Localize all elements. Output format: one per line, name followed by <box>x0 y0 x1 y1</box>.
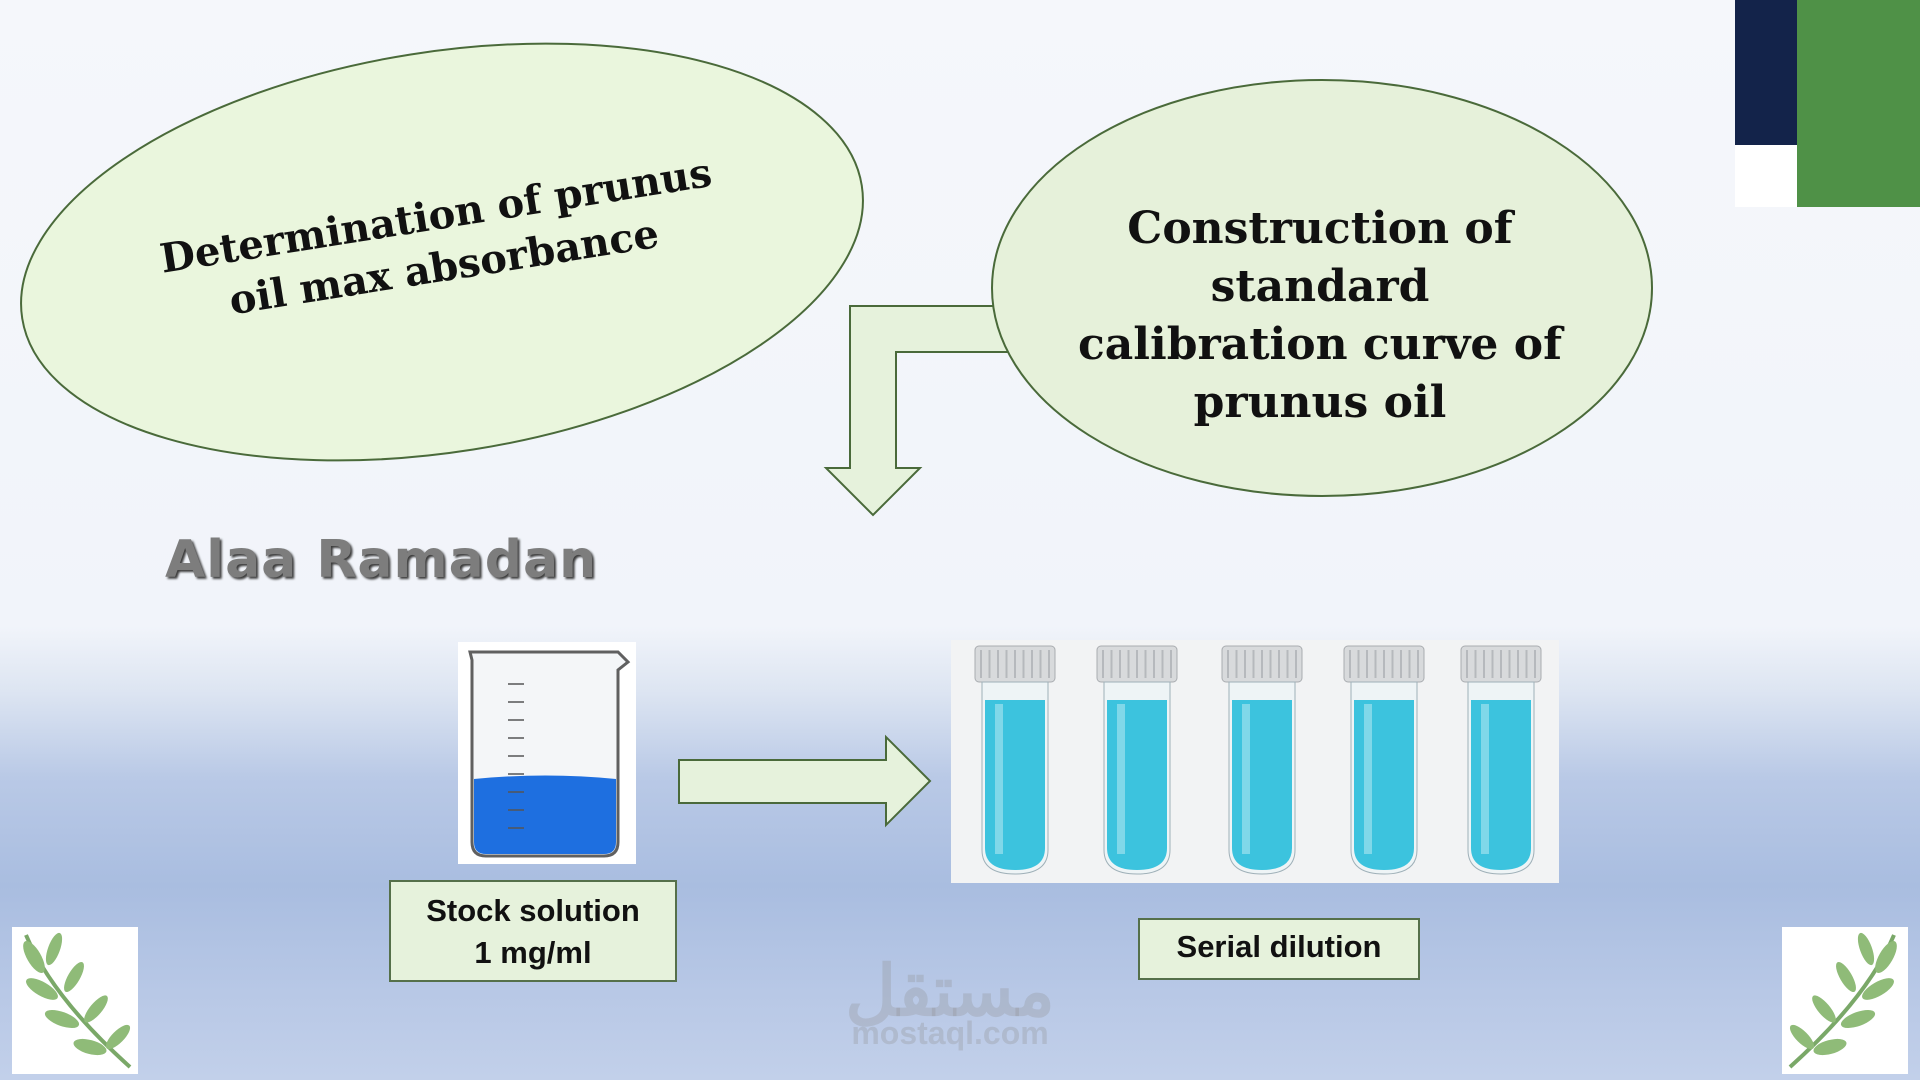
corner-decoration-navy <box>1735 0 1797 145</box>
test-tube-icon <box>974 645 1542 875</box>
bent-arrow <box>823 305 1011 517</box>
test-tube <box>974 645 1056 875</box>
watermark-arabic: مستقل <box>845 952 1055 1030</box>
corner-decoration-white <box>1735 145 1797 207</box>
test-tube <box>1343 645 1425 875</box>
right-arrow <box>678 734 932 828</box>
beaker-icon <box>468 650 631 858</box>
author-name: Alaa Ramadan <box>165 530 598 590</box>
ellipse-calibration-curve <box>991 79 1653 497</box>
olive-branch-icon <box>1788 932 1897 1069</box>
olive-branch-right <box>1782 927 1908 1074</box>
stock-label-line1: Stock solution <box>426 893 640 928</box>
stock-solution-label: Stock solution 1 mg/ml <box>389 880 677 982</box>
corner-decoration-green <box>1797 0 1920 207</box>
serial-dilution-label: Serial dilution <box>1138 918 1420 980</box>
beaker-image <box>458 642 636 864</box>
ellipse-right-label: Construction of standard calibration cur… <box>1078 203 1562 428</box>
test-tube <box>1221 645 1303 875</box>
ellipse-max-absorbance <box>20 42 864 462</box>
test-tubes-image <box>951 640 1559 883</box>
watermark-latin: mostaql.com <box>851 1015 1049 1051</box>
test-tube <box>1460 645 1542 875</box>
test-tube <box>1096 645 1178 875</box>
stock-label-line2: 1 mg/ml <box>474 935 592 970</box>
olive-branch-left <box>12 927 138 1074</box>
olive-branch-icon <box>23 932 132 1069</box>
